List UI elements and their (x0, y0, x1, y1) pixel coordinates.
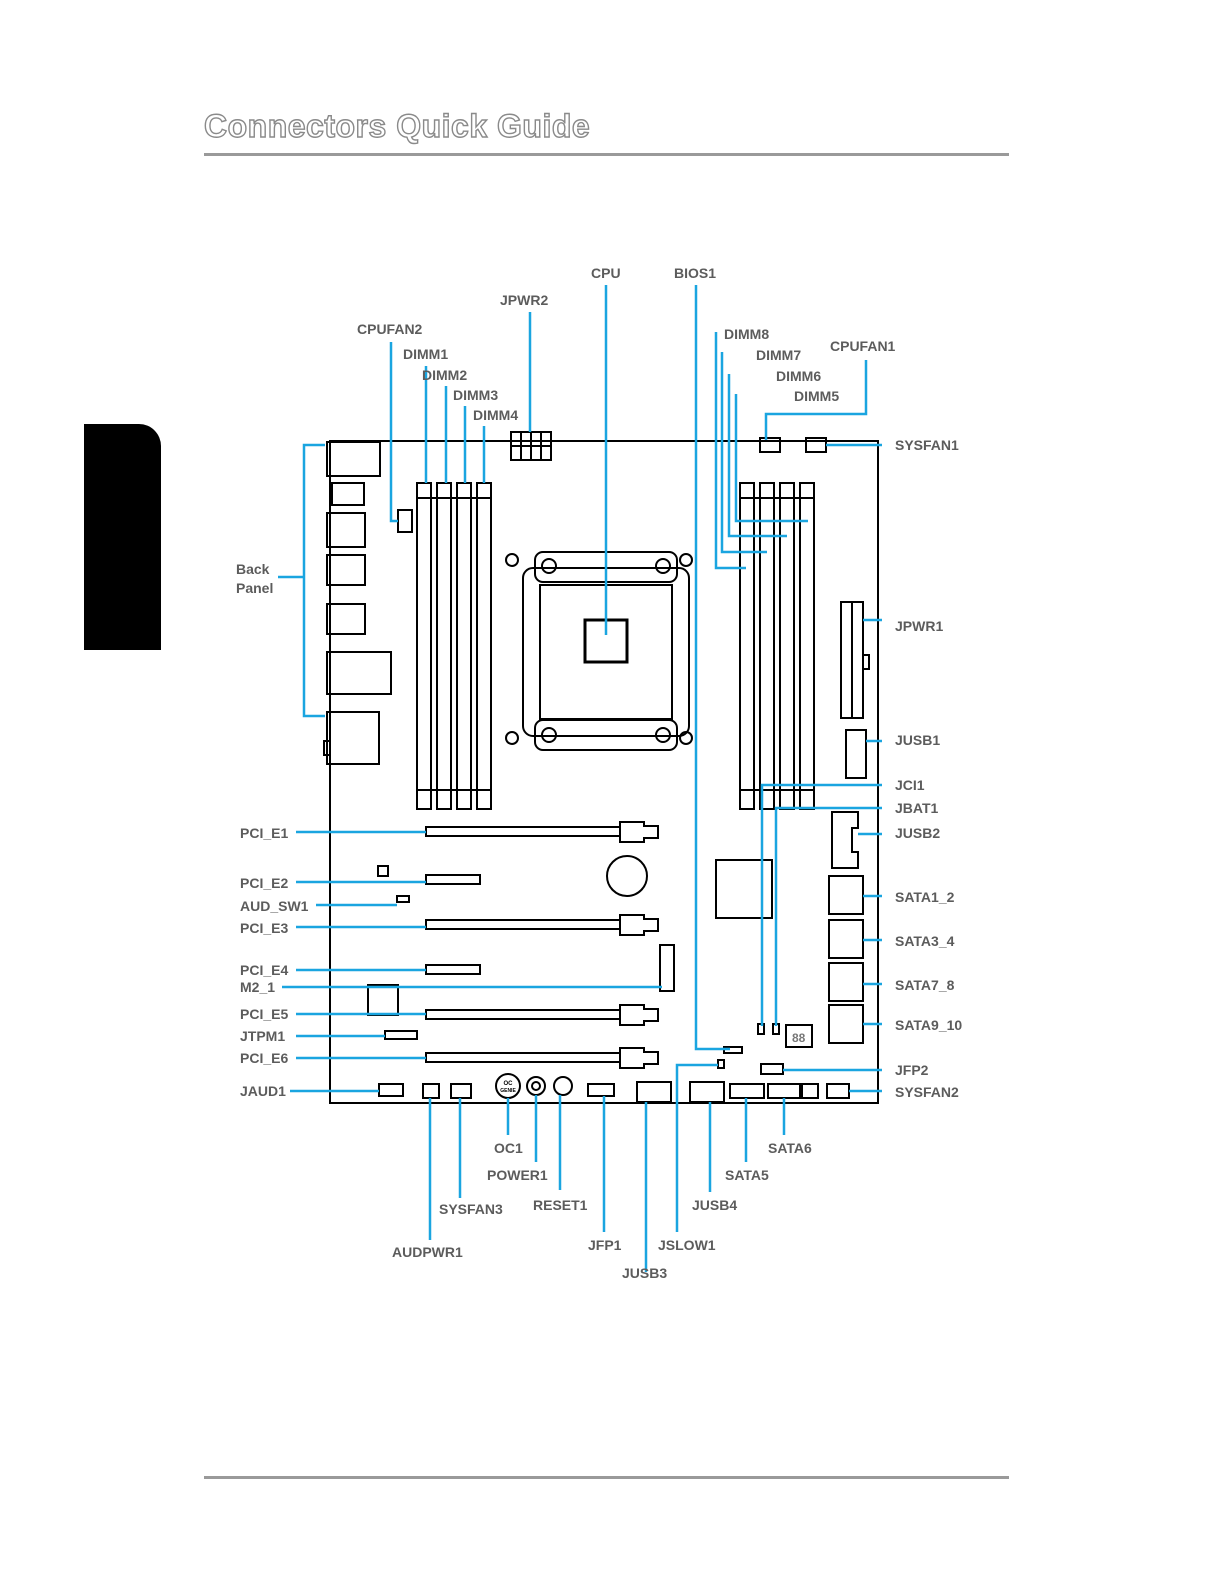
label-back-panel-2: Panel (236, 580, 273, 596)
label-dimm5: DIMM5 (794, 388, 839, 404)
label-aud-sw1: AUD_SW1 (240, 898, 309, 914)
pcie-slots (425, 821, 659, 1069)
label-jaud1: JAUD1 (240, 1083, 286, 1099)
label-jbat1: JBAT1 (895, 800, 939, 816)
label-dimm7: DIMM7 (756, 347, 801, 363)
label-dimm2: DIMM2 (422, 367, 467, 383)
label-jpwr2: JPWR2 (500, 292, 548, 308)
label-jci1: JCI1 (895, 777, 925, 793)
label-oc1: OC1 (494, 1140, 523, 1156)
label-dimm6: DIMM6 (776, 368, 821, 384)
label-sata3-4: SATA3_4 (895, 933, 955, 949)
label-cpufan1: CPUFAN1 (830, 338, 896, 354)
label-jusb1: JUSB1 (895, 732, 940, 748)
label-sata1-2: SATA1_2 (895, 889, 955, 905)
label-pci-e6: PCI_E6 (240, 1050, 288, 1066)
labels: CPU BIOS1 JPWR2 CPUFAN2 DIMM1 DIMM2 DIMM… (236, 265, 962, 1281)
oc-genie-text-2: GENIE (500, 1088, 516, 1094)
back-panel-ports (323, 441, 392, 765)
label-dimm3: DIMM3 (453, 387, 498, 403)
label-jpwr1: JPWR1 (895, 618, 943, 634)
label-jfp1: JFP1 (588, 1237, 622, 1253)
label-dimm1: DIMM1 (403, 346, 448, 362)
page-title: Connectors Quick Guide (203, 107, 591, 144)
label-pci-e2: PCI_E2 (240, 875, 288, 891)
label-cpufan2: CPUFAN2 (357, 321, 423, 337)
label-sata9-10: SATA9_10 (895, 1017, 962, 1033)
label-pci-e1: PCI_E1 (240, 825, 288, 841)
label-pci-e5: PCI_E5 (240, 1006, 288, 1022)
label-reset1: RESET1 (533, 1197, 588, 1213)
label-pci-e3: PCI_E3 (240, 920, 288, 936)
label-sysfan1: SYSFAN1 (895, 437, 959, 453)
board-outline (329, 440, 879, 1104)
label-jtpm1: JTPM1 (240, 1028, 285, 1044)
debug-led-display: 88 (792, 1031, 806, 1045)
label-jslow1: JSLOW1 (658, 1237, 716, 1253)
cpu-socket (505, 551, 693, 751)
label-jusb2: JUSB2 (895, 825, 940, 841)
footer-rule (204, 1476, 1009, 1479)
label-sysfan2: SYSFAN2 (895, 1084, 959, 1100)
label-cpu: CPU (591, 265, 621, 281)
label-power1: POWER1 (487, 1167, 548, 1183)
label-dimm8: DIMM8 (724, 326, 769, 342)
label-pci-e4: PCI_E4 (240, 962, 288, 978)
section-tab (84, 424, 161, 650)
label-jfp2: JFP2 (895, 1062, 929, 1078)
label-m2-1: M2_1 (240, 979, 275, 995)
oc-genie-text: OC (504, 1081, 514, 1087)
label-jusb4: JUSB4 (692, 1197, 737, 1213)
label-dimm4: DIMM4 (473, 407, 518, 423)
label-bios1: BIOS1 (674, 265, 716, 281)
dimm-slots-right (739, 482, 815, 810)
title-rule (204, 153, 1009, 156)
label-sata7-8: SATA7_8 (895, 977, 955, 993)
leader-lines (278, 285, 882, 1272)
label-jusb3: JUSB3 (622, 1265, 667, 1281)
label-audpwr1: AUDPWR1 (392, 1244, 463, 1260)
board (323, 431, 879, 1104)
label-sata6: SATA6 (768, 1140, 812, 1156)
label-sata5: SATA5 (725, 1167, 769, 1183)
dimm-slots-left (416, 482, 492, 810)
label-sysfan3: SYSFAN3 (439, 1201, 503, 1217)
label-back-panel-1: Back (236, 561, 270, 577)
